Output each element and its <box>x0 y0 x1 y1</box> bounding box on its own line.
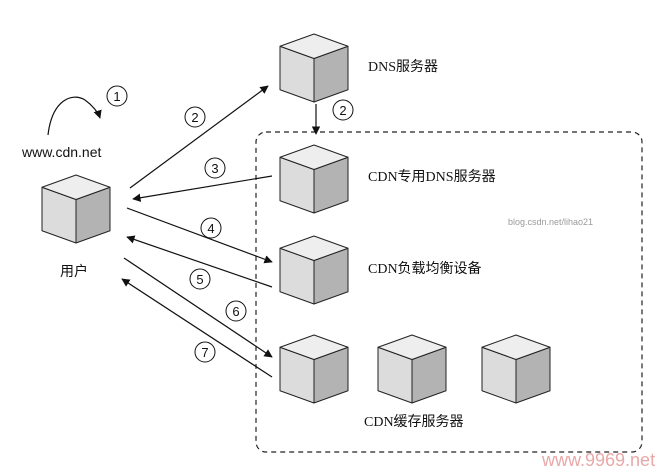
step4-arrow <box>126 207 273 264</box>
step7-arrow <box>121 278 273 378</box>
step5-arrow <box>126 235 273 288</box>
cube-top-face <box>41 174 111 200</box>
step-7-marker: 7 <box>194 341 216 363</box>
cube-top-face <box>279 144 349 170</box>
step3-arrow <box>132 175 273 202</box>
step-5-marker: 5 <box>189 268 211 290</box>
cdn-dns-server-cube <box>279 144 349 214</box>
svg-text:7: 7 <box>201 345 208 360</box>
cache-server-cube <box>481 334 551 404</box>
step-1-marker: 1 <box>106 85 128 107</box>
step1-arrow <box>47 96 102 136</box>
load-balancer-cube <box>279 235 349 305</box>
dns-server-label: DNS服务器 <box>368 59 438 75</box>
svg-text:4: 4 <box>207 221 214 236</box>
user-cube <box>41 174 111 244</box>
cube-top-face <box>377 334 447 360</box>
cube-top-face <box>279 235 349 261</box>
step6-arrow <box>123 257 273 358</box>
step-3-marker: 3 <box>204 157 226 179</box>
cache-servers-label: CDN缓存服务器 <box>364 414 464 430</box>
svg-text:3: 3 <box>211 161 218 176</box>
step-6-marker: 6 <box>225 300 247 322</box>
svg-text:2: 2 <box>339 103 346 118</box>
step-4-marker: 4 <box>200 217 222 239</box>
cdn-dns-server-label: CDN专用DNS服务器 <box>368 169 496 185</box>
svg-text:1: 1 <box>113 89 120 104</box>
site-watermark: www.9969.net <box>541 450 655 470</box>
dns-server-cube <box>279 33 349 103</box>
cube-top-face <box>279 33 349 59</box>
blog-watermark: blog.csdn.net/lihao21 <box>508 217 593 227</box>
load-balancer-label: CDN负载均衡设备 <box>368 260 482 277</box>
user-label: 用户 <box>60 263 88 280</box>
cache-server-cube <box>377 334 447 404</box>
step-2-marker: 2 <box>184 106 206 128</box>
cache-server-cube <box>279 334 349 404</box>
svg-text:2: 2 <box>191 110 198 125</box>
svg-text:6: 6 <box>232 304 239 319</box>
step-2b-marker: 2 <box>332 99 354 121</box>
svg-text:5: 5 <box>196 272 203 287</box>
user-url-label: www.cdn.net <box>21 144 101 160</box>
cube-top-face <box>481 334 551 360</box>
cube-top-face <box>279 334 349 360</box>
step2-arrow <box>129 85 269 189</box>
cdn-region-border <box>255 131 643 453</box>
